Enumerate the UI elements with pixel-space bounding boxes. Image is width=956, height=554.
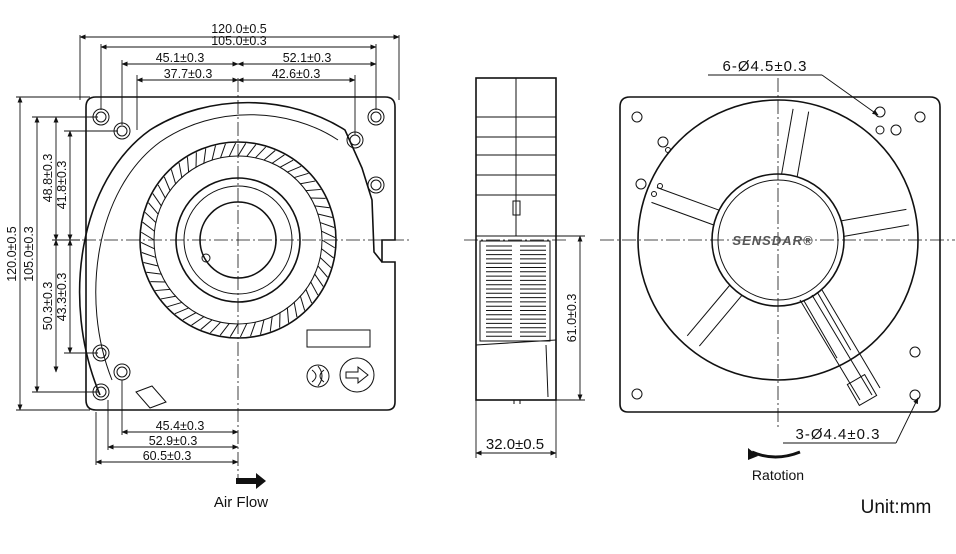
impeller-blades <box>140 142 336 338</box>
label-plate <box>306 329 371 348</box>
dim-50-3: 50.3±0.3 <box>41 282 55 331</box>
direction-arrow-icon <box>339 357 375 393</box>
dim-52-1: 52.1±0.3 <box>283 51 332 65</box>
side-view: 32.0±0.5 61.0±0.3 <box>464 77 585 458</box>
dim-width-105: 105.0±0.3 <box>211 34 267 48</box>
front-view: 120.0±0.5 105.0±0.3 45.1±0.3 52.1±0.3 37… <box>5 22 410 511</box>
unit-label: Unit:mm <box>861 497 932 518</box>
back-view: SENSDAR® 6-Ø4.5±0.3 3-Ø4.4±0.3 Ratotion <box>600 58 955 483</box>
dim-45-1: 45.1±0.3 <box>156 51 205 65</box>
air-flow-arrow-icon <box>236 473 266 489</box>
dim-52-9: 52.9±0.3 <box>149 434 198 448</box>
front-frame <box>85 96 396 411</box>
dim-37-7: 37.7±0.3 <box>164 67 213 81</box>
back-frame <box>619 96 941 413</box>
rotation-label: Ratotion <box>752 467 804 483</box>
dim-height-105: 105.0±0.3 <box>22 226 36 282</box>
air-flow-label: Air Flow <box>214 494 268 511</box>
dim-45-4: 45.4±0.3 <box>156 419 205 433</box>
dim-side-height: 61.0±0.3 <box>565 294 579 343</box>
dim-43-3: 43.3±0.3 <box>55 273 69 322</box>
mount-holes <box>92 108 385 401</box>
dim-side-width: 32.0±0.5 <box>486 436 544 453</box>
back-spokes <box>651 108 910 359</box>
scroll-housing <box>78 101 383 396</box>
dim-width-120: 120.0±0.5 <box>211 22 267 36</box>
dim-48-8: 48.8±0.3 <box>41 154 55 203</box>
hole-callout-top: 6-Ø4.5±0.3 <box>723 58 808 75</box>
front-left-dimensions: 120.0±0.5 105.0±0.3 48.8±0.3 50.3±0.3 41… <box>5 96 118 411</box>
dim-42-6: 42.6±0.3 <box>272 67 321 81</box>
front-bottom-dimensions: 45.4±0.3 52.9±0.3 60.5±0.3 <box>95 380 239 465</box>
dim-height-120: 120.0±0.5 <box>5 226 19 282</box>
dim-41-8: 41.8±0.3 <box>55 161 69 210</box>
front-top-dimensions: 120.0±0.5 105.0±0.3 45.1±0.3 52.1±0.3 37… <box>79 22 400 135</box>
logo-circle-icon <box>306 364 330 388</box>
rotation-arrow-icon <box>751 450 801 459</box>
dim-60-5: 60.5±0.3 <box>143 449 192 463</box>
brand-logo: SENSDAR® <box>732 233 813 248</box>
hole-callout-bottom: 3-Ø4.4±0.3 <box>796 426 881 443</box>
back-mount-holes <box>631 106 926 401</box>
outlet-grille <box>486 245 546 337</box>
